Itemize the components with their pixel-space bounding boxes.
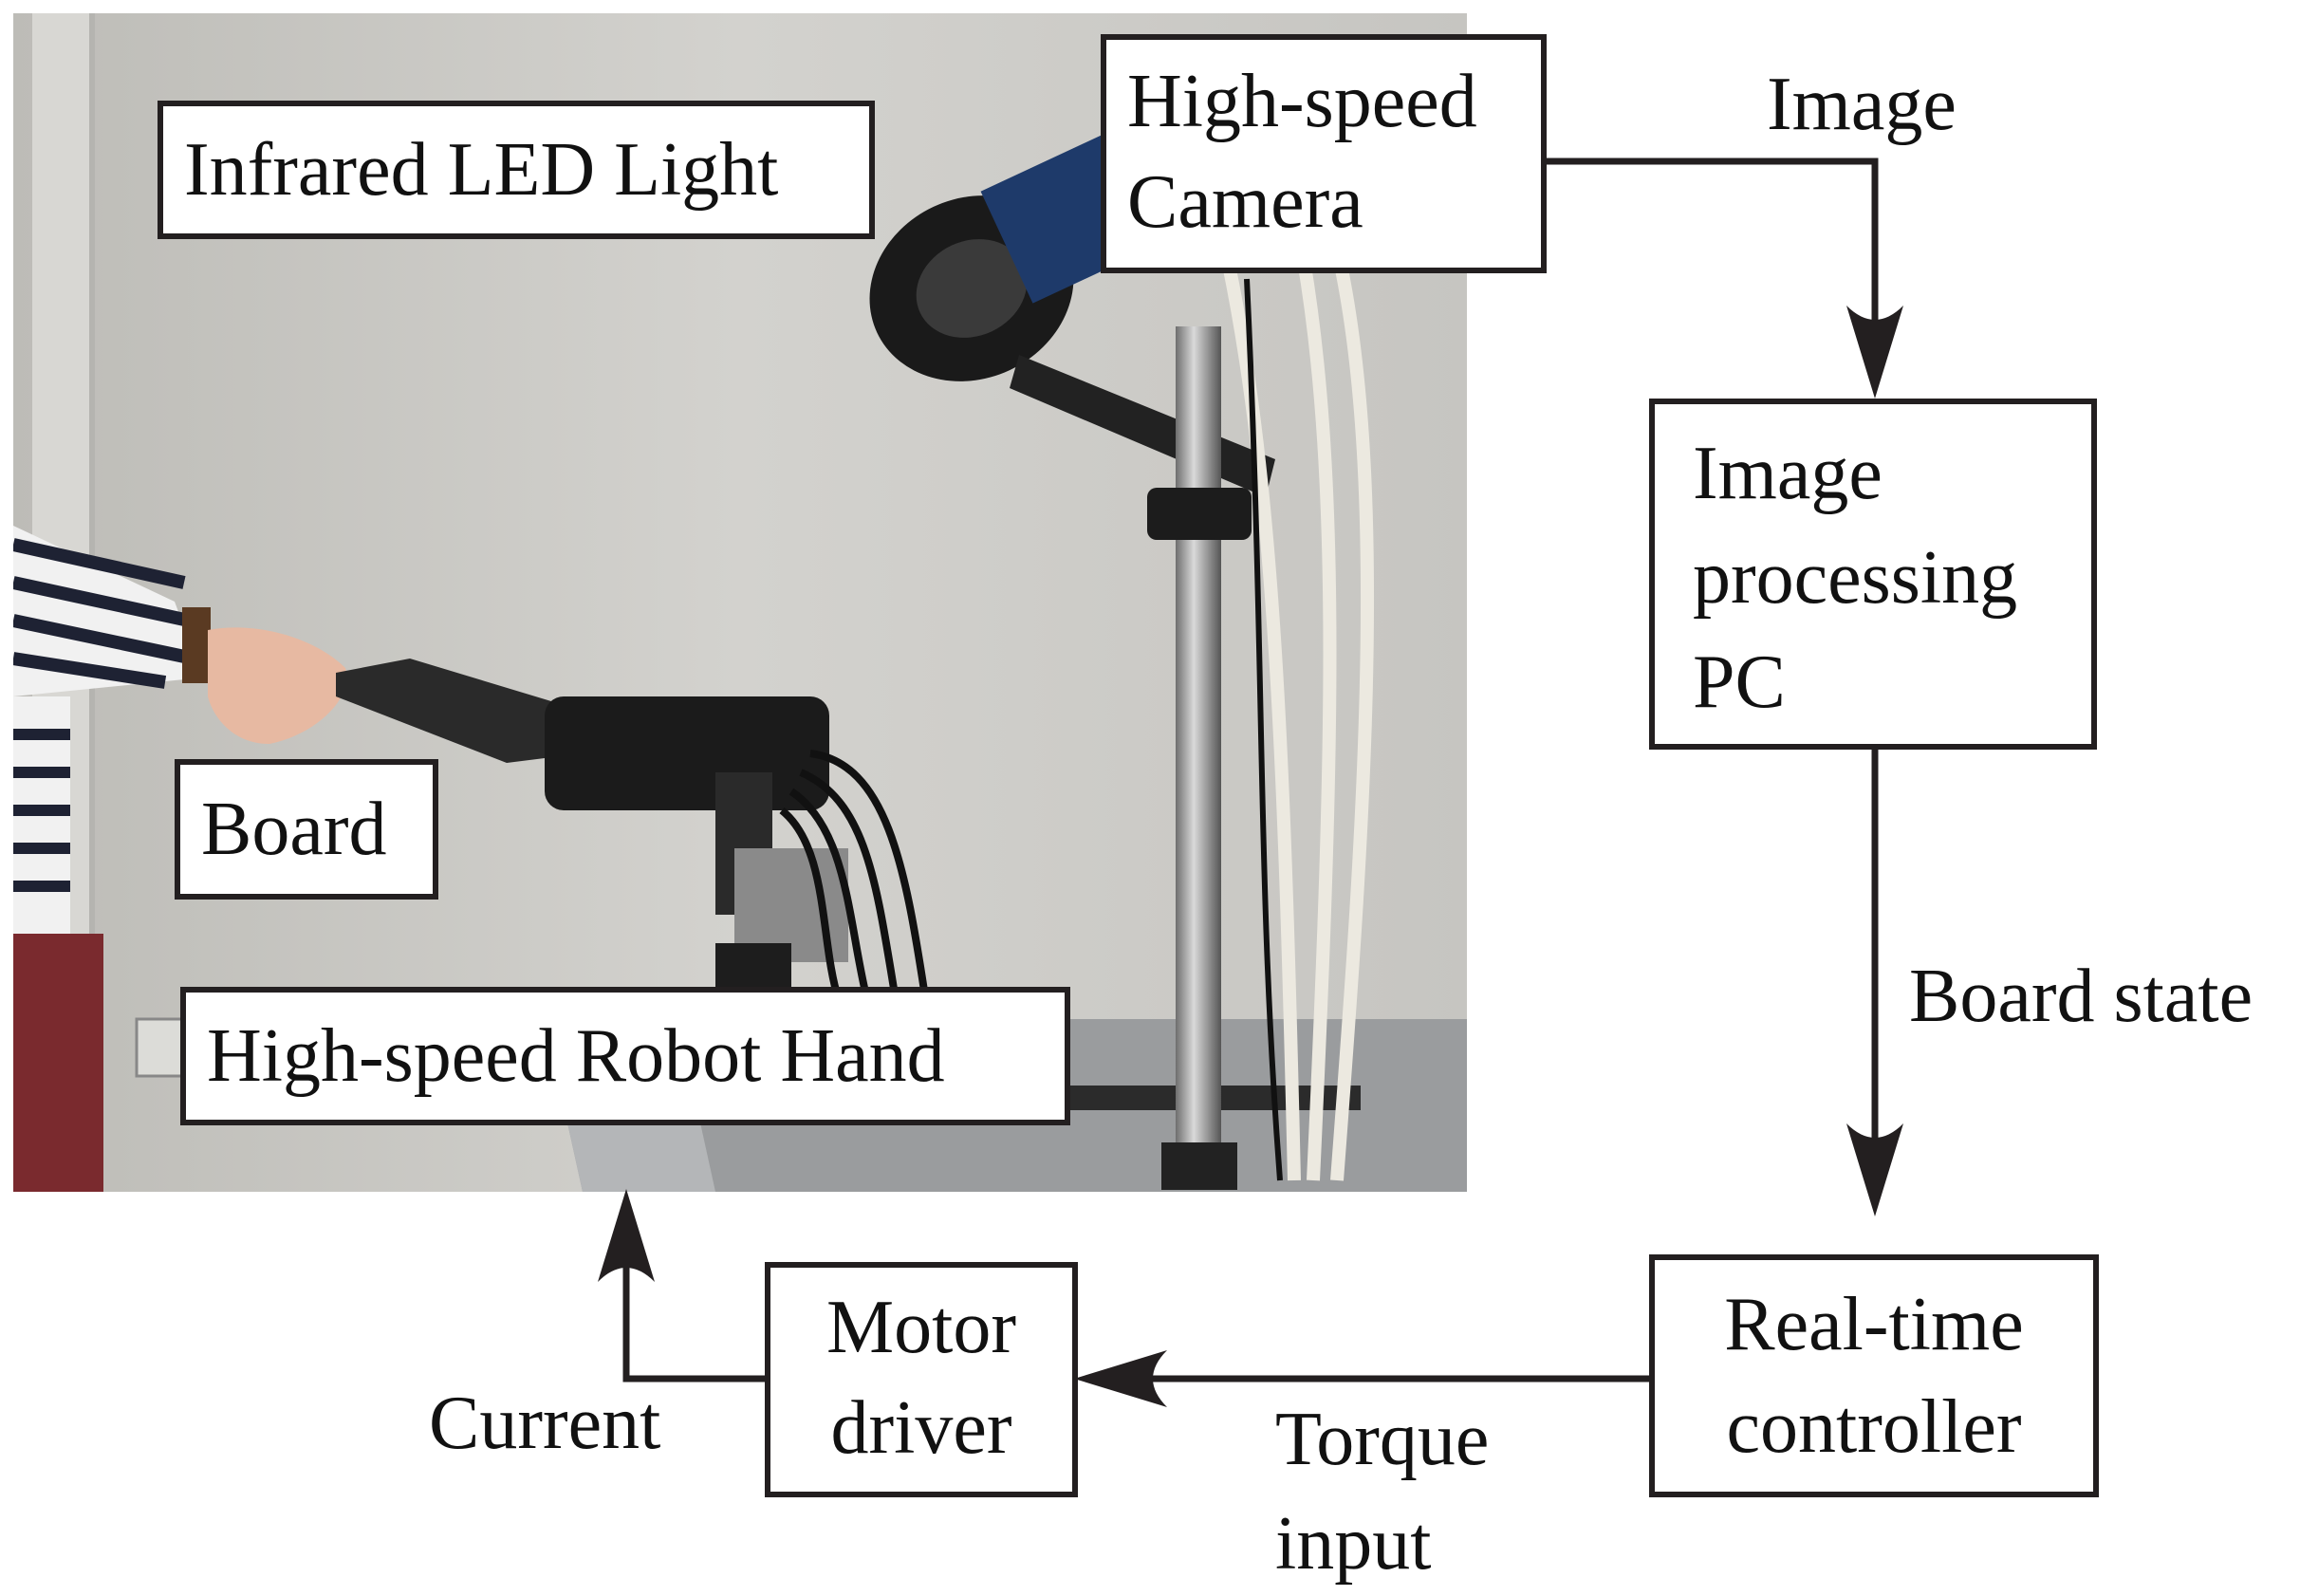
motor-driver-line2: driver	[830, 1386, 1012, 1470]
image-processing-pc-box: Image processing PC	[1649, 399, 2097, 750]
image-processing-line1: Image	[1693, 432, 1883, 515]
arrowhead-up-current	[598, 1189, 655, 1282]
camera-label-box: High-speed Camera	[1101, 34, 1547, 273]
board-label-box: Board	[175, 759, 438, 900]
image-signal-label: Image	[1767, 63, 1957, 146]
current-arrow-line	[622, 1234, 765, 1383]
infrared-led-label: Infrared LED Light	[184, 128, 779, 212]
board-label: Board	[201, 788, 387, 871]
camera-label-line2: Camera	[1127, 160, 1363, 244]
infrared-led-label-box: Infrared LED Light	[158, 101, 875, 239]
motor-driver-line1: Motor	[826, 1286, 1016, 1369]
board-state-signal-label: Board state	[1909, 955, 2254, 1038]
robot-hand-label-box: High-speed Robot Hand	[180, 987, 1070, 1125]
current-signal-label: Current	[429, 1382, 661, 1465]
robot-hand-label: High-speed Robot Hand	[207, 1014, 945, 1098]
controller-line2: controller	[1726, 1385, 2022, 1469]
torque-input-signal-label: Torque input	[1275, 1387, 1489, 1596]
arrowhead-left-torque	[1074, 1350, 1167, 1407]
image-arrow-line	[1547, 158, 1879, 370]
controller-line1: Real-time	[1724, 1283, 2024, 1366]
arrowhead-down-board-state	[1846, 1123, 1903, 1216]
image-processing-line3: PC	[1693, 640, 1786, 724]
real-time-controller-box: Real-time controller	[1649, 1254, 2099, 1497]
motor-driver-box: Motor driver	[765, 1262, 1078, 1497]
torque-input-line2: input	[1275, 1502, 1432, 1586]
camera-label-line1: High-speed	[1127, 60, 1477, 143]
torque-input-line1: Torque	[1275, 1398, 1490, 1481]
arrowhead-down-image	[1846, 306, 1903, 399]
image-processing-line2: processing	[1693, 536, 2018, 620]
